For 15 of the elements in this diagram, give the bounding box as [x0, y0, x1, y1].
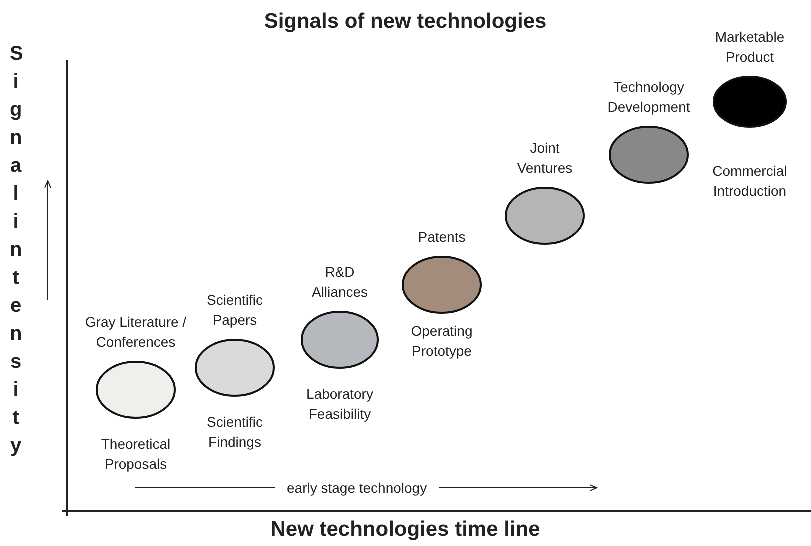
stage-label: Laboratory Feasibility: [306, 385, 374, 424]
stage-label: Patents: [417, 228, 467, 247]
stage-label: Joint Ventures: [516, 139, 574, 178]
stage-label: Commercial Introduction: [712, 162, 788, 201]
stage-label: Scientific Findings: [206, 413, 264, 452]
stage-label: Gray Literature / Conferences: [84, 313, 188, 352]
diagram-title: Signals of new technologies: [263, 10, 548, 34]
stage-label: Theoretical Proposals: [100, 435, 172, 474]
stage-label: R&D Alliances: [310, 263, 370, 302]
axis-title: Signal intensity: [10, 42, 22, 459]
stage-label: Operating Prototype: [410, 322, 474, 361]
axis-title: New technologies time line: [270, 518, 542, 542]
stage-label: Marketable Product: [714, 28, 786, 67]
stage-label: Technology Development: [606, 78, 692, 117]
stage-label: Scientific Papers: [206, 291, 264, 330]
